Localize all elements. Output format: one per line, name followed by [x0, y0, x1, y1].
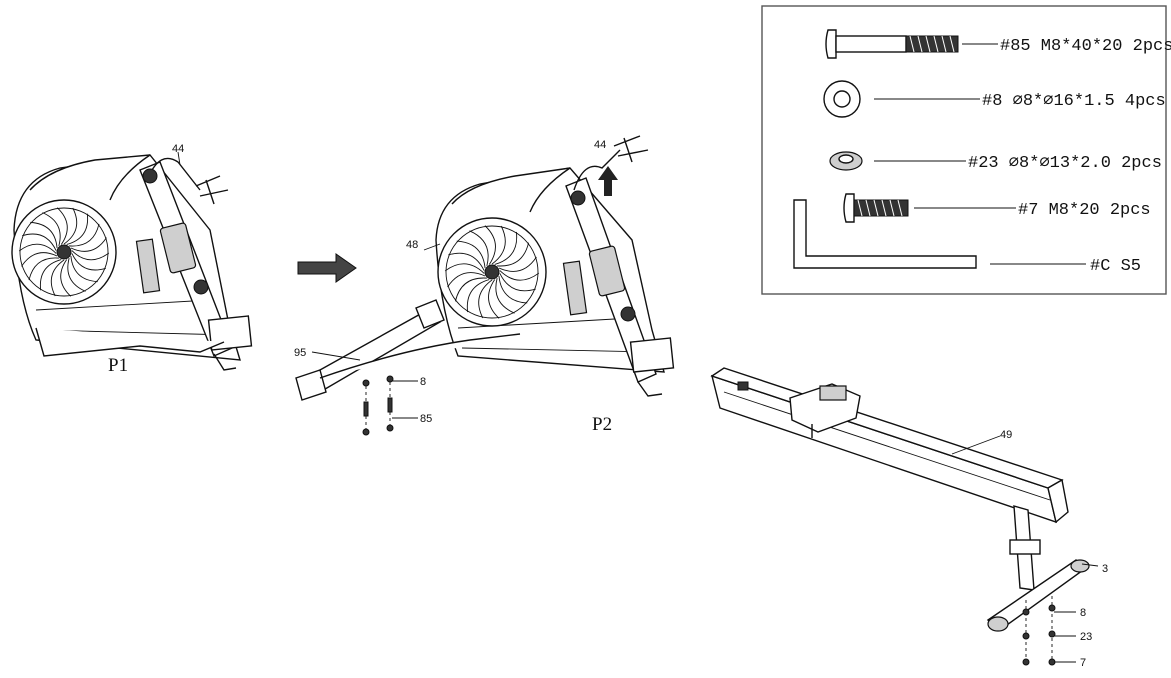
bolt-long-icon	[825, 29, 959, 59]
fan-blade	[447, 272, 486, 288]
fan-blade	[66, 213, 89, 245]
hardware-item-7-label: #7 M8*20 2pcs	[1018, 201, 1151, 220]
fan-blade	[60, 259, 72, 297]
p2-part-44-callout: 44	[594, 139, 606, 151]
p2-label: P2	[592, 414, 612, 435]
arrow-up-icon	[598, 166, 618, 196]
p2-part-95-callout: 95	[294, 347, 306, 359]
rail-part-8-callout: 8	[1080, 607, 1086, 619]
rail-illustration	[710, 367, 1099, 666]
fan-blade	[466, 279, 490, 313]
p1-machine-illustration	[11, 151, 253, 371]
rail-part-49-callout: 49	[1000, 429, 1012, 441]
p1-part-44-callout: 44	[172, 143, 184, 155]
flat-washer-icon	[823, 80, 861, 118]
fan-blade	[21, 252, 58, 267]
fan-blade	[494, 231, 518, 265]
fan-blade	[448, 252, 485, 271]
fan-blade	[71, 253, 106, 271]
fan-blade	[56, 207, 68, 245]
fan-blade	[67, 258, 86, 292]
rail-part-23-callout: 23	[1080, 631, 1092, 643]
fan-blade	[39, 259, 62, 291]
fan-blade	[499, 273, 536, 292]
fan-blade	[28, 257, 59, 281]
fan-blade	[70, 237, 107, 252]
fan-blade	[488, 279, 500, 319]
fan-blade	[491, 225, 506, 265]
fan-blade	[63, 207, 78, 245]
fan-blade	[495, 278, 515, 314]
bolt-short-icon	[843, 193, 909, 223]
fan-blade	[484, 225, 496, 265]
fan-blade	[444, 263, 485, 274]
fan-blade	[30, 221, 58, 249]
fan-blade	[50, 259, 65, 297]
p2-machine-illustration	[295, 135, 675, 436]
rail-part-7-callout: 7	[1080, 657, 1086, 669]
p1-label: P1	[108, 355, 128, 376]
fan-blade	[18, 243, 57, 254]
hardware-item-8-label: #8 ∅8*∅16*1.5 4pcs	[982, 92, 1166, 111]
arrow-right-icon	[297, 253, 357, 283]
p2-part-85-callout: 85	[420, 413, 432, 425]
fan-blade	[70, 255, 98, 283]
fan-blade	[69, 223, 100, 247]
fan-blade	[497, 242, 530, 267]
allen-key-icon	[793, 199, 977, 269]
fan-blade	[454, 277, 487, 302]
hardware-kit-box: #85 M8*40*20 2pcs #8 ∅8*∅16*1.5 4pcs #23…	[761, 5, 1171, 295]
fan-blade	[71, 250, 110, 261]
fan-blade	[469, 230, 489, 266]
fan-blade	[22, 233, 57, 251]
hardware-item-c-label: #C S5	[1090, 257, 1141, 276]
hardware-item-23-label: #23 ∅8*∅13*2.0 2pcs	[968, 154, 1162, 173]
p2-part-8-callout: 8	[420, 376, 426, 388]
fan-blade	[456, 240, 486, 269]
rail-part-3-callout: 3	[1102, 563, 1108, 575]
fan-blade	[498, 256, 537, 272]
hardware-item-85-label: #85 M8*40*20 2pcs	[1000, 37, 1171, 56]
fan-blade	[499, 270, 540, 281]
fan-blade	[498, 275, 528, 304]
fan-blade	[478, 279, 493, 319]
p2-part-48-callout: 48	[406, 239, 418, 251]
fan-blade	[42, 212, 61, 246]
spring-washer-icon	[829, 151, 863, 171]
